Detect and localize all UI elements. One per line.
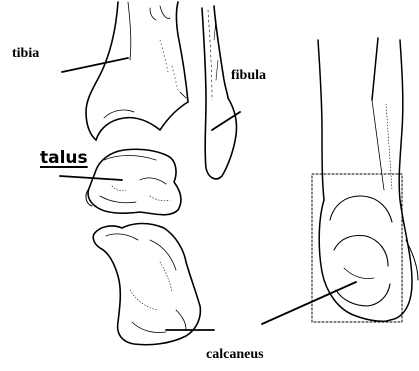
- calcaneus-label: calcaneus: [206, 348, 264, 362]
- talus-bone: [86, 149, 181, 215]
- tibia-leader: [62, 58, 128, 72]
- tibia-bone: [86, 2, 188, 140]
- fibula-bone: [202, 6, 237, 179]
- fibula-label: fibula: [231, 69, 266, 83]
- talus-leader: [60, 176, 122, 180]
- tibia-label: tibia: [12, 47, 39, 61]
- calcaneus-bone: [93, 224, 200, 345]
- posterior-heel-view: [318, 38, 418, 321]
- talus-label: talus: [40, 150, 88, 167]
- calcaneus-leader-heel: [262, 282, 356, 324]
